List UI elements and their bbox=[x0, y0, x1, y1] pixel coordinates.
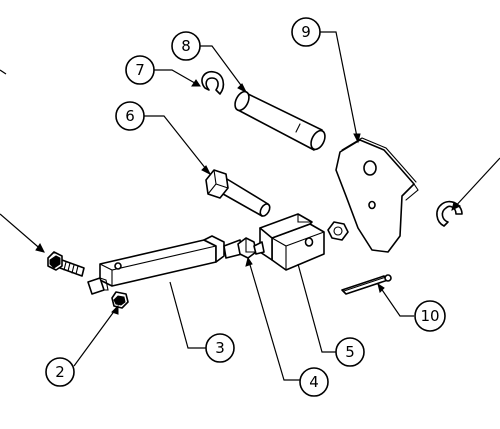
callout-6: 6 bbox=[115, 101, 145, 131]
part-cotter-pin bbox=[341, 274, 392, 295]
callout-3: 3 bbox=[205, 333, 235, 363]
part-hex-nut-right bbox=[327, 221, 349, 241]
part-bracket-plate bbox=[335, 137, 419, 253]
part-retaining-clip-upper bbox=[201, 70, 225, 95]
part-hex-nut bbox=[111, 291, 129, 309]
callout-8: 8 bbox=[171, 31, 201, 61]
callout-7: 7 bbox=[125, 55, 155, 85]
part-clevis-pin bbox=[234, 90, 326, 151]
callout-label: 10 bbox=[420, 307, 439, 325]
callout-4: 4 bbox=[299, 367, 329, 397]
part-cap-screw bbox=[47, 251, 85, 277]
leader-lines bbox=[0, 31, 500, 381]
part-actuator-rod bbox=[223, 237, 265, 259]
part-clevis-bracket bbox=[259, 213, 325, 271]
part-hex-bolt bbox=[205, 169, 271, 217]
callout-label: 6 bbox=[125, 107, 135, 125]
callout-label: 2 bbox=[55, 363, 65, 381]
callout-2: 2 bbox=[45, 357, 75, 387]
callout-5: 5 bbox=[335, 337, 365, 367]
callout-10: 10 bbox=[414, 300, 446, 332]
callout-label: 8 bbox=[181, 37, 191, 55]
part-actuator-body bbox=[87, 235, 225, 295]
callout-label: 3 bbox=[215, 339, 225, 357]
callout-label: 7 bbox=[135, 61, 145, 79]
callout-label: 9 bbox=[301, 23, 311, 41]
callout-label: 5 bbox=[345, 343, 355, 361]
callout-9: 9 bbox=[291, 17, 321, 47]
callout-label: 4 bbox=[309, 373, 319, 391]
